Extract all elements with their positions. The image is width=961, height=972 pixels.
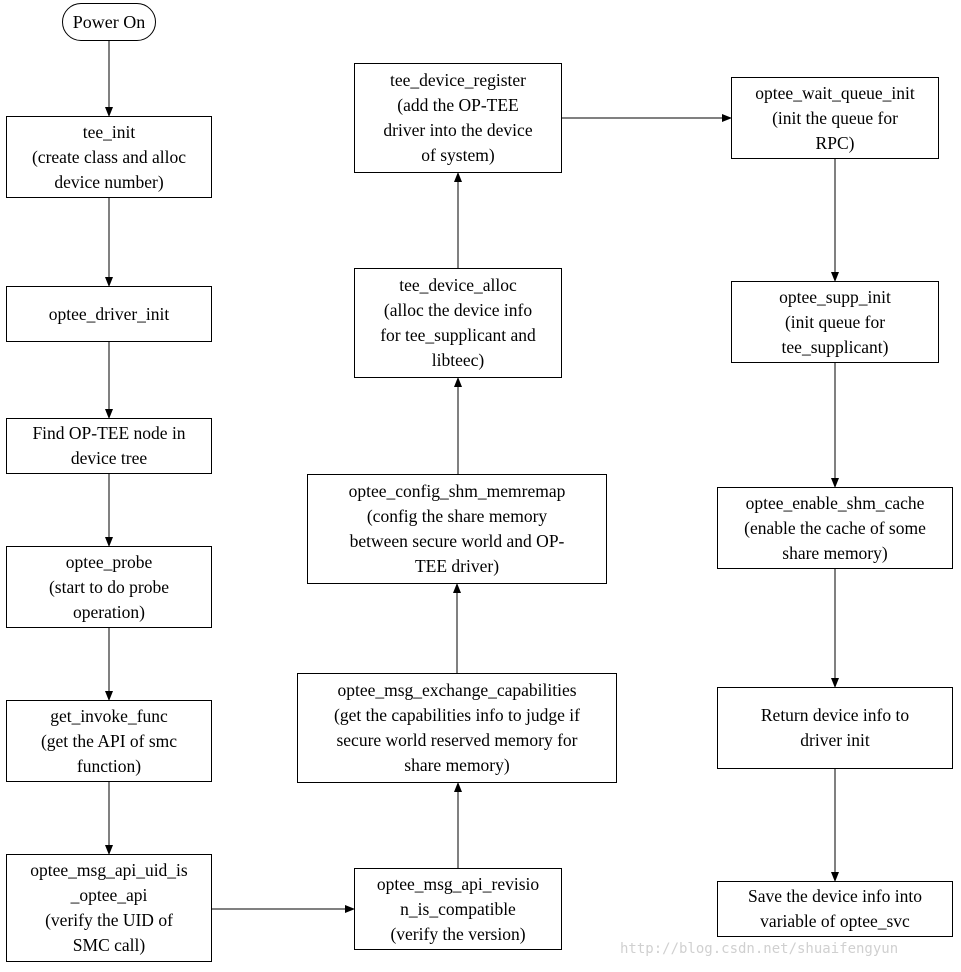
node-label-line: optee_msg_api_uid_is xyxy=(30,860,188,880)
node-label-line: (init queue for xyxy=(784,311,886,332)
node-label-line: for tee_supplicant and xyxy=(380,325,536,345)
node-get-invoke-func: get_invoke_func (get the API of smc functi… xyxy=(6,700,212,782)
node-label-line: (add the OP-TEE xyxy=(397,95,519,115)
node-optee-driver-init: optee_driver_init xyxy=(6,286,212,342)
node-label-line: optee_enable_shm_cache xyxy=(745,492,925,513)
node-label-line: TEE driver) xyxy=(414,556,500,576)
node-label-line: SMC call) xyxy=(72,935,146,955)
node-optee-msg-api-uid: optee_msg_api_uid_is _optee_api (verify th… xyxy=(6,854,212,962)
node-label-line: share memory) xyxy=(404,755,510,775)
node-label-line: tee_device_register xyxy=(389,70,527,90)
node-label-line: (start to do probe xyxy=(48,576,170,597)
node-label-line: get_invoke_func xyxy=(50,705,168,726)
node-label-line: (create class and alloc xyxy=(31,146,186,167)
node-label-line: tee_init xyxy=(82,121,136,142)
node-label-line: variable of optee_svc xyxy=(760,911,910,931)
node-label-line: Power On xyxy=(72,11,146,32)
node-find-optee-node: Find OP-TEE node in device tree xyxy=(6,418,212,474)
node-label-line: n_is_compatible xyxy=(400,898,516,919)
node-label-line: optee_driver_init xyxy=(48,303,170,324)
node-label-line: device number) xyxy=(54,171,164,192)
node-label-line: of system) xyxy=(421,145,495,165)
node-label-line: _optee_api xyxy=(70,885,148,905)
node-optee-supp-init: optee_supp_init (init queue for tee_suppli… xyxy=(731,281,939,363)
node-label-line: libteec) xyxy=(431,350,485,370)
node-label-line: between secure world and OP- xyxy=(349,531,565,551)
node-label-line: driver init xyxy=(800,730,870,750)
node-label-line: device tree xyxy=(70,448,148,468)
node-power-on: Power On xyxy=(62,3,156,41)
node-optee-msg-exchange-capabilities: optee_msg_exchange_capabilities (get the … xyxy=(297,673,617,783)
node-label-line: optee_config_shm_memremap xyxy=(348,481,566,501)
node-label-line: tee_supplicant) xyxy=(781,336,889,357)
node-label-line: (verify the version) xyxy=(390,923,526,944)
node-label-line: RPC) xyxy=(815,132,855,153)
node-label-line: optee_probe xyxy=(65,551,153,572)
node-save-device-info: Save the device info into variable of opt… xyxy=(717,881,953,937)
node-label-line: (config the share memory xyxy=(366,506,548,526)
watermark-text: http://blog.csdn.net/shuaifengyun xyxy=(620,941,899,957)
node-label-line: Save the device info into xyxy=(748,886,922,906)
node-label-line: (get the API of smc xyxy=(40,730,178,751)
node-label-line: (enable the cache of some xyxy=(744,517,926,538)
node-label-line: function) xyxy=(76,755,142,776)
node-label-line: Return device info to xyxy=(760,705,910,725)
node-label-line: optee_msg_api_revisio xyxy=(376,873,540,894)
node-label-line: secure world reserved memory for xyxy=(336,730,578,750)
node-optee-wait-queue-init: optee_wait_queue_init (init the queue for… xyxy=(731,77,939,159)
node-label-line: optee_supp_init xyxy=(779,286,891,307)
node-tee-device-register: tee_device_register (add the OP-TEE driver… xyxy=(354,63,562,173)
node-label-line: (init the queue for xyxy=(772,107,898,128)
node-label-line: tee_device_alloc xyxy=(399,275,517,295)
node-label-line: optee_wait_queue_init xyxy=(755,82,915,103)
node-label-line: Find OP-TEE node in xyxy=(32,423,186,443)
node-tee-device-alloc: tee_device_alloc (alloc the device info fo… xyxy=(354,268,562,378)
node-tee-init: tee_init (create class and alloc device nu… xyxy=(6,116,212,198)
node-label-line: (verify the UID of xyxy=(45,910,173,930)
node-optee-enable-shm-cache: optee_enable_shm_cache (enable the cache … xyxy=(717,487,953,569)
node-label-line: (alloc the device info xyxy=(383,300,533,320)
node-label-line: (get the capabilities info to judge if xyxy=(334,705,580,725)
node-optee-config-shm-memremap: optee_config_shm_memremap (config the sha… xyxy=(307,474,607,584)
node-label-line: share memory) xyxy=(782,542,888,563)
node-label-line: operation) xyxy=(73,601,145,622)
node-return-device-info: Return device info to driver init xyxy=(717,687,953,769)
node-label-line: optee_msg_exchange_capabilities xyxy=(337,680,577,700)
node-optee-probe: optee_probe (start to do probe operation) xyxy=(6,546,212,628)
node-label-line: driver into the device xyxy=(383,120,533,140)
node-optee-msg-api-revision: optee_msg_api_revisio n_is_compatible (ver… xyxy=(354,868,562,950)
